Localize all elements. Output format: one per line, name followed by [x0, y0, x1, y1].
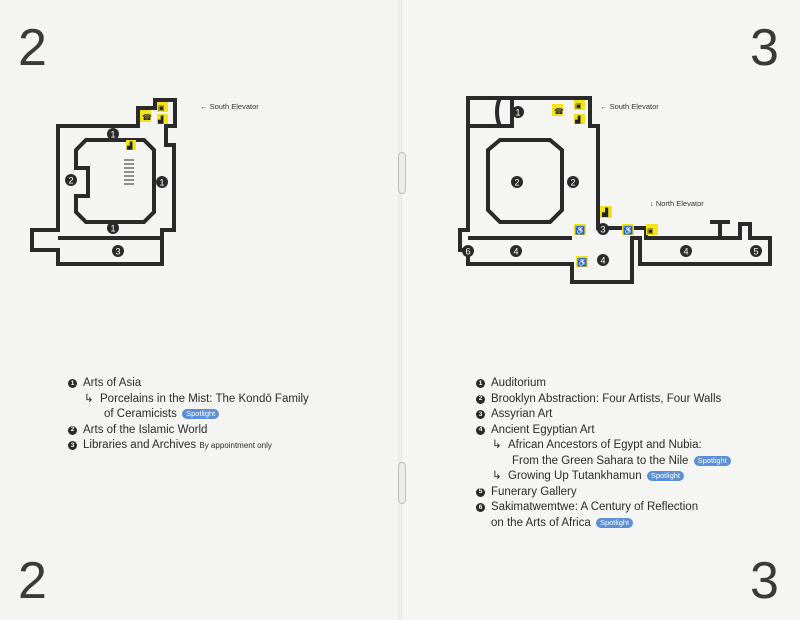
spotlight-badge: Spotlight — [693, 455, 731, 466]
legend-item-1: 1 Auditorium — [476, 376, 786, 392]
stub-wall — [710, 220, 730, 238]
accessible-icon — [574, 224, 586, 235]
staple — [398, 152, 406, 194]
legend-item-6: 6 Sakimatwemtwe: A Century of Reflection — [476, 500, 786, 516]
svg-text:▣: ▣ — [647, 228, 654, 235]
svg-text:▟: ▟ — [601, 207, 609, 217]
svg-text:6: 6 — [466, 247, 471, 257]
svg-text:1: 1 — [111, 224, 116, 234]
legend-left: 1 Arts of Asia ↳Porcelains in the Mist: … — [68, 376, 378, 454]
auditorium-wall — [468, 98, 514, 128]
svg-text:2: 2 — [515, 178, 520, 188]
svg-text:♿: ♿ — [575, 225, 585, 235]
svg-text:2: 2 — [571, 178, 576, 188]
legend-item-6-cont: on the Arts of Africa Spotlight — [476, 516, 786, 532]
courtyard-wall — [74, 138, 156, 224]
svg-text:5: 5 — [754, 247, 759, 257]
page-number-bottom: 2 — [18, 552, 47, 610]
left-page: 2 2 ← South Elevator ☎ ▣ ▟ ▟ — [18, 19, 378, 610]
legend-item-2: 2 Arts of the Islamic World — [68, 423, 378, 439]
legend-subitem: ↳African Ancestors of Egypt and Nubia: — [492, 439, 702, 451]
north-elevator-label: ↓ North Elevator — [650, 199, 704, 208]
legend-subitem-cont: of Ceramicists Spotlight — [68, 407, 378, 423]
stairs-icon-2 — [126, 140, 136, 150]
svg-text:3: 3 — [601, 225, 606, 235]
elevator-icon-2 — [646, 224, 658, 235]
legend-item-1: 1 Arts of Asia — [68, 376, 378, 392]
outer-wall — [30, 98, 177, 266]
legend-right: 1 Auditorium 2 Brooklyn Abstraction: Fou… — [476, 376, 786, 531]
legend-item-4: 4 Ancient Egyptian Art — [476, 423, 786, 439]
legend-subitem-cont: From the Green Sahara to the Nile Spotli… — [476, 454, 786, 470]
svg-text:▟: ▟ — [574, 115, 581, 124]
amenity-icons: ☎ ▣ ▟ ▟ — [126, 102, 168, 150]
legend-item-5: 5 Funerary Gallery — [476, 485, 786, 501]
auditorium-curve — [495, 97, 502, 127]
page-number-top: 3 — [750, 19, 779, 77]
spotlight-badge: Spotlight — [646, 471, 684, 481]
svg-text:☎: ☎ — [554, 107, 564, 116]
book-spine — [398, 0, 402, 620]
accessible-icon-3 — [576, 256, 588, 267]
floor-map-2: ☎ ▣ ▟ ▟ 1 2 1 1 3 — [30, 98, 177, 266]
stairs-icon — [157, 114, 168, 124]
page-number-top: 2 — [18, 19, 47, 77]
right-page: 3 3 ← South Elevator ↓ North Elevator ☎ … — [400, 0, 800, 620]
svg-text:♿: ♿ — [623, 225, 633, 235]
south-elevator-label: ← South Elevator — [600, 102, 659, 111]
staple — [398, 462, 406, 504]
svg-text:4: 4 — [514, 247, 519, 257]
amenity-icons: ☎ ▣ ▟ ▟ ♿ ♿ ▣ ♿ — [552, 100, 658, 267]
stairs-icon — [574, 114, 585, 124]
svg-text:1: 1 — [516, 108, 521, 118]
floor-map-3: ☎ ▣ ▟ ▟ ♿ ♿ ▣ ♿ 1 2 2 3 4 4 4 5 6 — [458, 96, 772, 284]
spotlight-badge: Spotlight — [595, 517, 634, 528]
legend-subitem: ↳Growing Up Tutankhamun Spotlight — [476, 469, 786, 485]
svg-text:4: 4 — [684, 247, 689, 257]
phone-icon — [140, 110, 151, 122]
accessible-icon-2 — [622, 224, 634, 235]
legend-item-2: 2 Brooklyn Abstraction: Four Artists, Fo… — [476, 392, 786, 408]
svg-text:☎: ☎ — [142, 113, 152, 122]
svg-text:1: 1 — [111, 130, 116, 140]
map-markers: 1 2 2 3 4 4 4 5 6 — [462, 106, 762, 266]
stairs-icon-2 — [600, 206, 612, 218]
legend-item-3: 3 Assyrian Art — [476, 407, 786, 423]
svg-text:▟: ▟ — [126, 141, 133, 150]
svg-text:1: 1 — [160, 178, 165, 188]
south-elevator-label: ← South Elevator — [200, 102, 259, 111]
svg-text:▣: ▣ — [158, 105, 165, 112]
map-markers: 1 2 1 1 3 — [65, 128, 168, 257]
elevator-icon — [574, 100, 585, 110]
spotlight-badge: Spotlight — [182, 409, 220, 419]
legend-subitem: ↳Porcelains in the Mist: The Kondō Famil… — [84, 392, 309, 405]
svg-text:4: 4 — [601, 256, 606, 266]
page-number-bottom: 3 — [750, 552, 779, 610]
svg-text:▣: ▣ — [575, 103, 582, 110]
svg-text:▟: ▟ — [157, 115, 164, 124]
elevator-icon — [157, 102, 168, 112]
svg-text:2: 2 — [69, 176, 74, 186]
svg-text:3: 3 — [116, 247, 121, 257]
phone-icon — [552, 104, 563, 116]
inner-gallery-wall — [486, 138, 564, 224]
svg-text:♿: ♿ — [577, 257, 587, 267]
legend-item-3: 3 Libraries and Archives By appointment … — [68, 438, 378, 454]
